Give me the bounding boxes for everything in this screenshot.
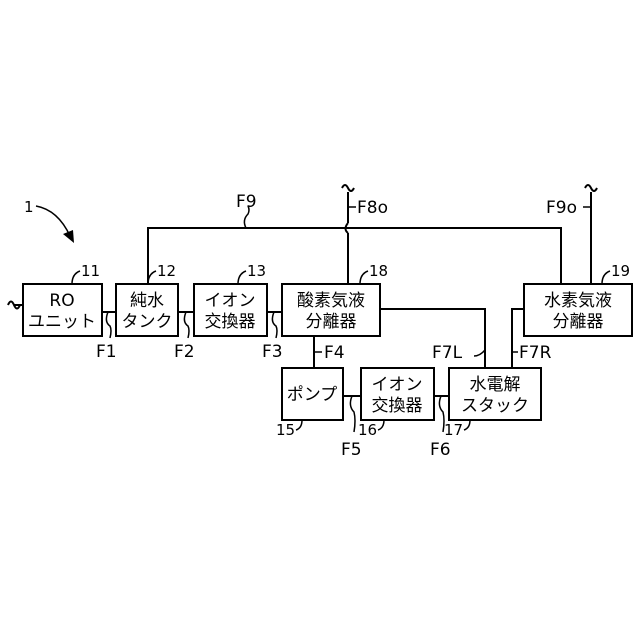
ref17-hook — [464, 420, 470, 430]
ref15-hook — [296, 420, 302, 430]
ref13-hook — [238, 271, 246, 284]
label-f6: F6 — [430, 440, 451, 460]
ref-11: 11 — [81, 262, 100, 280]
f8o-break-squiggle — [342, 185, 354, 191]
f9o-break-squiggle — [585, 185, 597, 191]
ref19-hook — [602, 271, 610, 284]
ref-16: 16 — [358, 421, 377, 439]
pump-label: ポンプ — [287, 385, 338, 405]
label-f7l: F7L — [432, 343, 463, 363]
ref18-hook — [360, 271, 368, 284]
pipe-f9 — [148, 228, 561, 284]
h2sep-label-line1: 水素気液 — [544, 291, 612, 311]
tank-label-line2: タンク — [122, 312, 173, 332]
o2sep-label-line1: 酸素気液 — [297, 291, 365, 311]
ref-12: 12 — [157, 262, 176, 280]
ref12-hook — [148, 271, 156, 284]
label-f2: F2 — [174, 342, 195, 362]
stack-label-line1: 水電解 — [470, 375, 521, 395]
ref11-hook — [72, 271, 80, 284]
label-f7r: F7R — [519, 343, 552, 363]
f1-leader — [106, 312, 111, 338]
f7l-leader — [474, 350, 485, 356]
ion16-label-line1: イオン — [372, 375, 423, 395]
ref-13: 13 — [247, 262, 266, 280]
f3-leader — [272, 312, 277, 338]
ref-18: 18 — [369, 262, 388, 280]
ref-19: 19 — [611, 262, 630, 280]
label-f1: F1 — [96, 342, 117, 362]
stack-label-line2: スタック — [461, 396, 529, 416]
o2sep-label-line2: 分離器 — [306, 312, 357, 332]
label-f3: F3 — [262, 342, 283, 362]
f5-leader — [350, 396, 355, 432]
ro-label-line1: RO — [49, 291, 74, 311]
label-f8o: F8o — [357, 198, 388, 218]
system-ref-arrowhead — [63, 230, 74, 243]
label-f5: F5 — [341, 440, 362, 460]
tank-label-line1: 純水 — [130, 291, 164, 311]
f2-leader — [184, 312, 189, 338]
ref-17: 17 — [444, 421, 463, 439]
h2sep-label-line2: 分離器 — [553, 312, 604, 332]
ion16-label-line2: 交換器 — [372, 396, 423, 416]
label-f9: F9 — [236, 192, 257, 212]
ion13-label-line2: 交換器 — [205, 312, 256, 332]
ref16-hook — [378, 420, 384, 430]
label-f4: F4 — [324, 343, 345, 363]
ref-15: 15 — [276, 421, 295, 439]
system-ref-arrow — [36, 206, 70, 236]
ro-label-line2: ユニット — [28, 312, 96, 332]
label-f9o: F9o — [546, 198, 577, 218]
system-ref-label: 1 — [24, 198, 34, 216]
ion13-label-line1: イオン — [205, 291, 256, 311]
